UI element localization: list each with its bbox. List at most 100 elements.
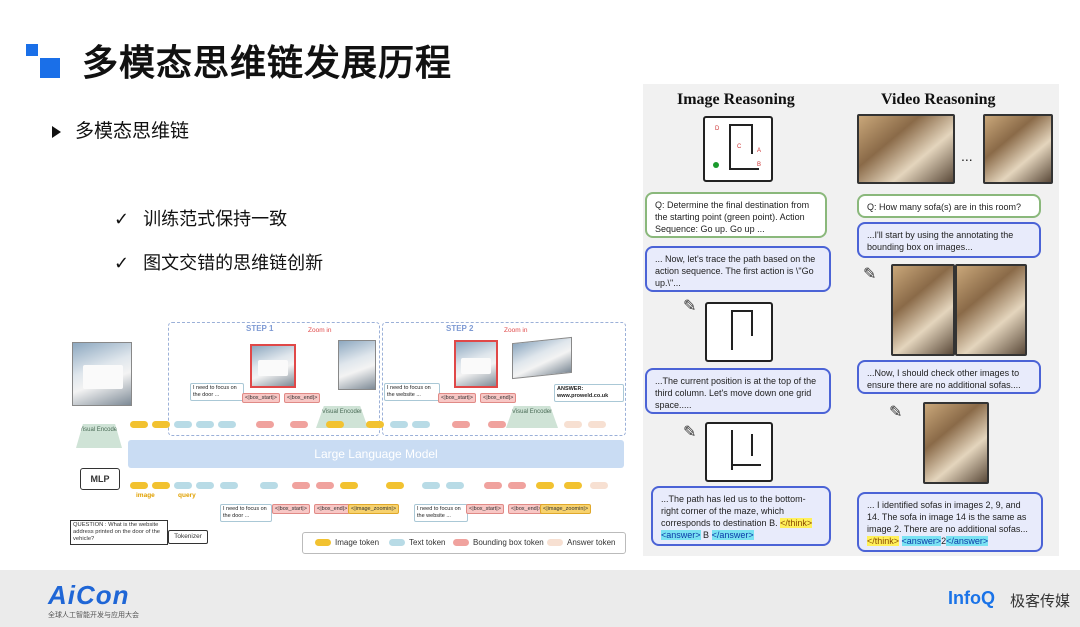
question-image: Q: Determine the final destination from … [645,192,827,238]
step2-text: I need to focus on the website ... [384,383,440,401]
answer-close-tag: </answer> [711,530,754,540]
step2-box-start: <|box_start|> [438,393,476,403]
image-token [386,482,404,489]
mlp-block: MLP [80,468,120,490]
image-token [366,421,384,428]
diagram-legend: Image token Text token Bounding box toke… [302,532,626,554]
image-reasoning-heading: Image Reasoning [677,91,795,108]
text-token [196,482,214,489]
lower-box-start-1: <|box_start|> [272,504,310,514]
zoom-in-label-1: Zoom in [308,327,332,334]
query-label: query [178,492,196,499]
text-token [218,421,236,428]
reasoning-figure: Image Reasoning Video Reasoning D C A B … [643,84,1059,556]
bullet-main: 多模态思维链 [52,116,189,143]
bbox-token [316,482,334,489]
video-bubble-3: ... I identified sofas in images 2, 9, a… [857,492,1043,552]
maze-1: D C A B [703,116,773,182]
step2-zoom-image [512,336,572,380]
image-token [152,482,170,489]
legend-text: Text token [389,538,445,547]
answer-close-tag: </answer> [946,536,989,546]
check-icon: ✓ [114,253,130,273]
tokenizer-block: Tokenizer [168,530,208,544]
maze-letter: D [715,126,720,132]
infoq-subtitle: 极客传媒 [1010,593,1071,610]
answer-open-tag: <answer> [661,530,701,540]
tools-icon: ✎ [863,266,877,283]
bbox-token [484,482,502,489]
video-reasoning-heading: Video Reasoning [881,91,996,108]
step1-box-end: <|box_end|> [284,393,321,403]
image-token [130,482,148,489]
image-token [326,421,344,428]
legend-answer: Answer token [547,538,615,547]
step1-label: STEP 1 [246,324,274,333]
answer-token [590,482,608,489]
cot-pipeline-diagram: STEP 1 STEP 2 Zoom in Zoom in I need to … [70,320,628,558]
answer-token [588,421,606,428]
footer-bar [0,570,1080,627]
maze-2 [705,302,773,362]
answer-token [564,421,582,428]
video-3-value: 2 [941,536,947,546]
bullet-arrow-icon [52,125,61,138]
check-item-1-text: 训练范式保持一致 [143,209,288,229]
maze-letter: C [737,144,742,150]
step1-text: I need to focus on the door ... [190,383,244,401]
text-token [422,482,440,489]
video-frame-1 [857,114,955,184]
question-video: Q: How many sofa(s) are in this room? [857,194,1041,218]
text-token [260,482,278,489]
visual-encoder-main: Visual Encoder [76,424,122,448]
lower-box-start-2: <|box_start|> [466,504,504,514]
lower-box-end-2: <|box_end|> [508,504,545,514]
check-item-2-text: 图文交错的思维链创新 [143,253,324,273]
large-language-model: Large Language Model [128,440,624,468]
bbox-token [256,421,274,428]
step1-box [168,322,380,436]
bullet-main-text: 多模态思维链 [75,121,190,142]
image-token [340,482,358,489]
image-label: image [136,492,155,499]
text-token [412,421,430,428]
aicon-subtitle: 全球人工智能开发与应用大会 [48,612,139,619]
answer-3-text: ...The path has led us to the bottom-rig… [661,494,806,528]
legend-image: Image token [315,538,379,547]
video-frame-annotated-2 [955,264,1027,356]
legend-bbox: Bounding box token [453,538,544,547]
text-token [446,482,464,489]
think-close-tag: </think> [780,518,813,528]
video-frame-n [983,114,1053,184]
answer-open-tag: <answer> [901,536,942,546]
step1-zoom-image [338,340,376,390]
answer-text: ANSWER: www.proweld.co.uk [554,384,624,402]
infoq-logo: InfoQ [948,588,995,608]
check-icon: ✓ [114,209,130,229]
image-token [564,482,582,489]
slide-title: 多模态思维链发展历程 [82,42,453,83]
step2-label: STEP 2 [446,324,474,333]
step2-box-end: <|box_end|> [480,393,517,403]
answer-3-value: B [703,530,710,540]
image-token [536,482,554,489]
bbox-token [452,421,470,428]
video-frame-annotated-3 [923,402,989,484]
maze-3 [705,422,773,482]
lower-text-door: I need to focus on the door ... [220,504,272,522]
question-box: QUESTION : What is the website address p… [70,520,168,545]
step2-image [454,340,498,388]
check-item-1: ✓ 训练范式保持一致 [114,205,287,231]
text-token [174,482,192,489]
step1-box-start: <|box_start|> [242,393,280,403]
zoom-in-label-2: Zoom in [504,327,528,334]
check-item-2: ✓ 图文交错的思维链创新 [114,249,323,275]
bbox-token [488,421,506,428]
tools-icon: ✎ [683,424,697,441]
video-bubble-1: ...I'll start by using the annotating th… [857,222,1041,258]
lower-text-website: I need to focus on the website ... [414,504,468,522]
bbox-token [290,421,308,428]
think-close-tag: </think> [867,536,900,546]
bbox-token [508,482,526,489]
logo-square-large [40,58,60,78]
